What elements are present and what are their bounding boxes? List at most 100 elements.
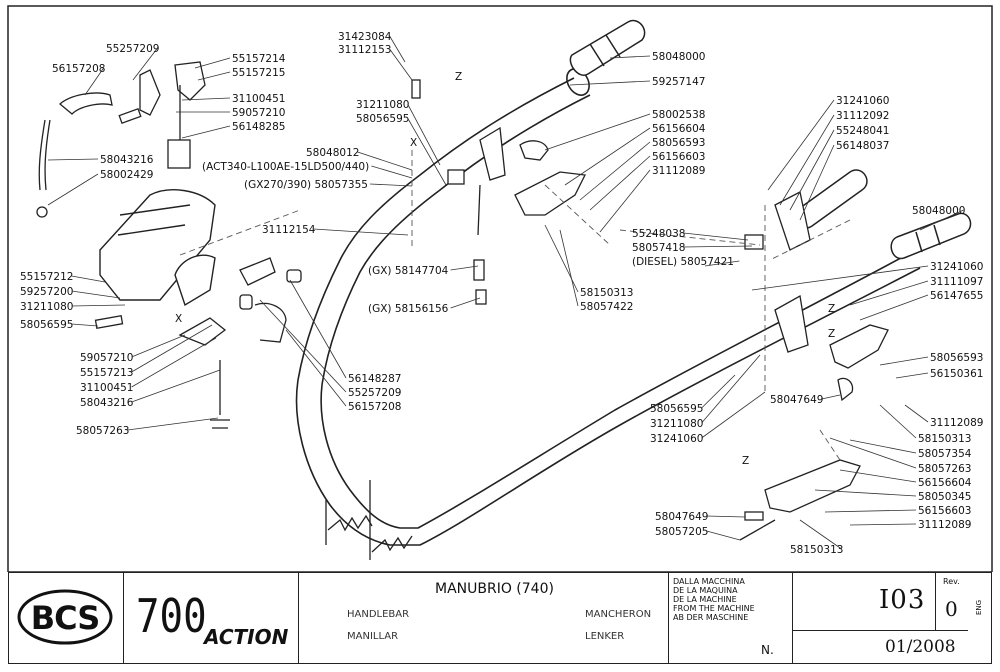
leader-line — [701, 391, 766, 439]
part-number-label: 56148037 — [836, 140, 889, 152]
leader-line — [289, 279, 347, 379]
leader-line — [824, 509, 917, 513]
logo-text: BCS — [31, 599, 100, 637]
leader-line — [131, 337, 217, 388]
leader-line — [71, 275, 106, 283]
part-number-label: 56156604 — [652, 123, 706, 135]
part-number-label: 56147655 — [930, 290, 983, 302]
leader-line — [132, 47, 158, 81]
part-number-label: 31241060 — [930, 261, 983, 273]
leader-line — [849, 523, 917, 526]
serial-label: N. — [761, 643, 774, 657]
leader-line — [389, 48, 413, 81]
leader-line — [357, 151, 413, 171]
leader-line — [450, 265, 479, 271]
part-number-label: 31423084 — [338, 31, 392, 43]
leader-line — [701, 374, 736, 409]
part-number-label: 59257147 — [652, 76, 705, 88]
leader-line — [450, 297, 481, 309]
left-cover — [99, 189, 216, 307]
part-number-label: 56156603 — [652, 151, 705, 163]
assembly-marker-letter: Z — [455, 71, 462, 83]
leader-line — [313, 228, 409, 236]
leader-line — [839, 469, 917, 483]
part-number-label: 58057263 — [76, 425, 129, 437]
assembly-marker-letter: X — [410, 137, 417, 149]
leader-line — [904, 404, 929, 423]
leader-line — [579, 141, 651, 201]
part-number-label: 55157213 — [80, 367, 133, 379]
from-machine-cell: DALLA MACCHINA DE LA MAQUINA DE LA MACHI… — [669, 573, 793, 663]
part-number-label: 56157208 — [52, 63, 105, 75]
leader-line — [71, 304, 126, 307]
leader-line — [683, 232, 749, 241]
part-number-label: 31111097 — [930, 276, 983, 288]
part-number-label: 56150361 — [930, 368, 983, 380]
leader-line — [879, 404, 917, 439]
leader-line — [84, 67, 104, 96]
leader-line — [181, 97, 231, 101]
leader-line — [789, 129, 835, 211]
part-number-label: 58048000 — [652, 51, 705, 63]
part-number-label: 58050345 — [918, 491, 971, 503]
leader-line — [131, 369, 221, 403]
part-number-label: 58047649 — [770, 394, 823, 406]
from-machine-fr: DE LA MACHINE — [673, 595, 737, 604]
part-number-label: 56157208 — [348, 401, 401, 413]
left-linkage-assembly — [36, 61, 206, 218]
leader-line — [779, 114, 835, 206]
left-lower-linkage — [94, 257, 302, 429]
part-number-label: 31100451 — [80, 382, 133, 394]
right-upper-lever-bracket — [744, 191, 811, 251]
leader-line — [799, 519, 842, 550]
part-number-label: 58150313 — [790, 544, 843, 556]
sheet-title: MANUBRIO (740) — [435, 581, 554, 597]
part-number-label: 56156604 — [918, 477, 972, 489]
part-number-label: 31112089 — [930, 417, 983, 429]
leader-line — [131, 324, 213, 373]
right-grip-upper — [795, 169, 868, 229]
leader-line — [181, 125, 231, 139]
leader-line — [589, 155, 651, 211]
logo-cell: BCS — [9, 573, 124, 663]
leader-line — [919, 209, 964, 231]
leader-line — [895, 372, 929, 379]
leader-line — [194, 57, 231, 69]
from-machine-de: AB DER MASCHINE — [673, 613, 749, 622]
leader-line — [369, 183, 413, 187]
leader-line — [407, 117, 447, 186]
leader-line — [564, 127, 651, 186]
leader-line — [704, 260, 740, 267]
leader-line — [849, 280, 929, 306]
part-number-label: 31211080 — [356, 99, 409, 111]
part-number-label: 58043216 — [80, 397, 134, 409]
part-number-label: 59057210 — [80, 352, 133, 364]
leader-line — [71, 290, 121, 299]
leader-line — [706, 530, 741, 541]
part-number-label: 31112092 — [836, 110, 889, 122]
leader-line — [131, 334, 186, 358]
from-machine-es: DE LA MAQUINA — [673, 586, 738, 595]
part-number-label: 55257209 — [106, 43, 159, 55]
part-number-label: 31241060 — [650, 433, 703, 445]
part-number-label: 55257209 — [348, 387, 401, 399]
handlebar-frame — [295, 68, 921, 546]
part-number-label: 58056595 — [650, 403, 703, 415]
title-en: HANDLEBAR — [347, 609, 410, 620]
title-fr: MANCHERON — [585, 609, 652, 620]
part-number-label: (GX) 58156156 — [368, 303, 449, 315]
assembly-marker-letter: X — [175, 313, 182, 325]
code-cell: I03 Rev. 0 01/2008 — [793, 573, 968, 663]
model-number: 700 — [136, 589, 207, 643]
part-number-label: 58150313 — [580, 287, 633, 299]
part-number-label: (GX) 58147704 — [368, 265, 449, 277]
rev-value: 0 — [945, 597, 958, 621]
part-number-label: 55157214 — [232, 53, 286, 65]
part-number-label: (ACT340-L100AE-15LD500/440) — [202, 161, 369, 173]
side-code: ENG — [975, 599, 983, 615]
leader-line — [706, 515, 746, 518]
part-number-label: 58056593 — [930, 352, 983, 364]
leader-line — [859, 294, 929, 321]
leader-line — [701, 354, 761, 424]
left-grip — [569, 19, 646, 76]
